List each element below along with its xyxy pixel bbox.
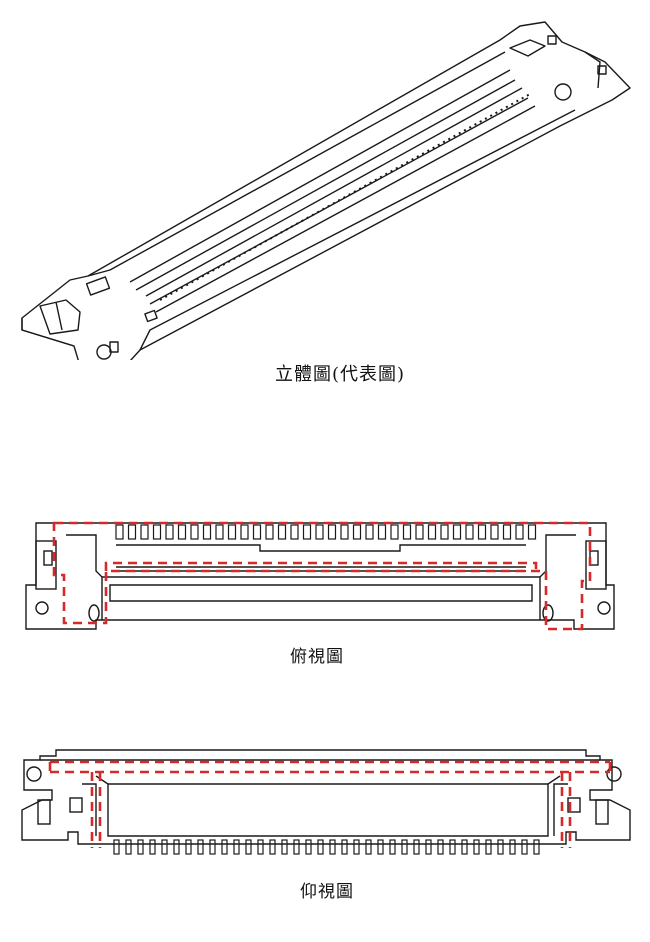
bottom-contact-tooth: [233, 839, 240, 855]
top-contact-tooth: [152, 524, 162, 540]
top-contact-tooth: [490, 524, 499, 540]
top-view-contact-teeth: [115, 524, 537, 540]
top-contact-tooth: [165, 524, 174, 540]
top-contact-tooth: [302, 524, 312, 540]
bottom-contact-tooth: [317, 839, 324, 855]
bottom-contact-tooth: [449, 839, 456, 855]
bottom-contact-tooth: [173, 839, 180, 855]
top-contact-tooth: [327, 524, 337, 540]
top-contact-tooth: [427, 524, 437, 540]
bottom-contact-tooth: [329, 839, 336, 855]
isometric-caption: 立體圖(代表圖): [275, 364, 406, 385]
bottom-contact-tooth: [125, 839, 132, 855]
top-contact-tooth: [190, 524, 199, 540]
bottom-contact-tooth: [365, 839, 372, 855]
bottom-view-highlight-outline: [48, 760, 612, 848]
top-contact-tooth: [452, 524, 462, 540]
top-contact-tooth: [215, 524, 224, 540]
top-contact-tooth: [177, 524, 187, 540]
bottom-contact-tooth: [197, 839, 204, 855]
bottom-contact-tooth: [305, 839, 312, 855]
top-contact-tooth: [527, 524, 537, 540]
bottom-view-drawing: [21, 749, 631, 855]
top-contact-tooth: [440, 524, 449, 540]
top-view-drawing: [25, 521, 615, 631]
bottom-contact-tooth: [401, 839, 408, 855]
top-contact-tooth: [340, 524, 349, 540]
bottom-contact-tooth: [509, 839, 516, 855]
top-contact-tooth: [140, 524, 149, 540]
bottom-contact-tooth: [221, 839, 228, 855]
bottom-view: 仰視圖: [0, 740, 650, 920]
top-contact-tooth: [115, 524, 124, 540]
bottom-contact-tooth: [461, 839, 468, 855]
bottom-contact-tooth: [257, 839, 264, 855]
top-view-highlight-outline: [52, 521, 592, 631]
bottom-contact-tooth: [185, 839, 192, 855]
bottom-view-contact-teeth: [113, 839, 540, 855]
bottom-contact-tooth: [473, 839, 480, 855]
top-contact-tooth: [502, 524, 512, 540]
bottom-contact-tooth: [533, 839, 540, 855]
top-contact-tooth: [515, 524, 524, 540]
bottom-contact-tooth: [497, 839, 504, 855]
bottom-contact-tooth: [269, 839, 276, 855]
top-contact-tooth: [365, 524, 374, 540]
top-contact-tooth: [227, 524, 237, 540]
top-contact-tooth: [240, 524, 249, 540]
bottom-contact-tooth: [161, 839, 168, 855]
top-contact-tooth: [127, 524, 137, 540]
bottom-contact-tooth: [437, 839, 444, 855]
bottom-contact-tooth: [281, 839, 288, 855]
bottom-contact-tooth: [425, 839, 432, 855]
top-view-caption: 俯視圖: [290, 647, 344, 667]
top-contact-tooth: [402, 524, 412, 540]
bottom-view-caption: 仰視圖: [300, 882, 354, 902]
bottom-contact-tooth: [293, 839, 300, 855]
bottom-contact-tooth: [377, 839, 384, 855]
bottom-contact-tooth: [521, 839, 528, 855]
top-contact-tooth: [315, 524, 324, 540]
bottom-contact-tooth: [149, 839, 156, 855]
isometric-view: 立體圖(代表圖): [0, 0, 650, 400]
top-contact-tooth: [465, 524, 474, 540]
top-contact-tooth: [202, 524, 212, 540]
bottom-contact-tooth: [245, 839, 252, 855]
bottom-contact-tooth: [389, 839, 396, 855]
top-view: 俯視圖: [0, 505, 650, 685]
top-contact-tooth: [390, 524, 399, 540]
top-contact-tooth: [265, 524, 274, 540]
top-contact-tooth: [352, 524, 362, 540]
bottom-contact-tooth: [137, 839, 144, 855]
top-contact-tooth: [415, 524, 424, 540]
bottom-contact-tooth: [485, 839, 492, 855]
top-contact-tooth: [290, 524, 299, 540]
bottom-contact-tooth: [341, 839, 348, 855]
top-contact-tooth: [477, 524, 487, 540]
top-contact-tooth: [252, 524, 262, 540]
bottom-contact-tooth: [209, 839, 216, 855]
top-contact-tooth: [277, 524, 287, 540]
bottom-contact-tooth: [413, 839, 420, 855]
bottom-contact-tooth: [113, 839, 120, 855]
isometric-drawing: [21, 21, 631, 360]
bottom-contact-tooth: [353, 839, 360, 855]
top-contact-tooth: [377, 524, 387, 540]
